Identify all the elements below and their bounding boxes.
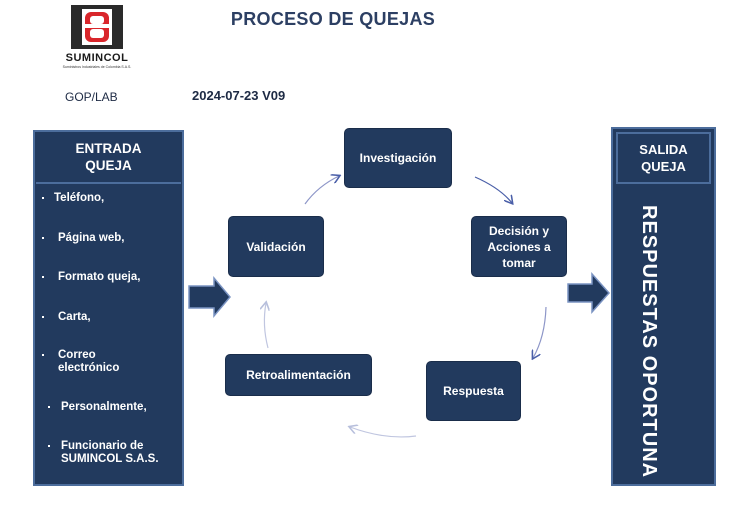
logo-name: SUMINCOL [65, 52, 129, 64]
salida-arrow-icon [567, 272, 611, 314]
investigacion-box: Investigación [344, 128, 452, 188]
entrada-item: Teléfono, [42, 192, 164, 205]
decision-line3: tomar [502, 255, 536, 270]
arrow-validacion-investigacion-icon [304, 176, 339, 205]
page-title: PROCESO DE QUEJAS [230, 9, 436, 29]
entrada-item: Funcionario de SUMINCOL S.A.S. [44, 440, 165, 466]
entrada-title: ENTRADA QUEJA [36, 133, 181, 184]
salida-panel [611, 127, 716, 486]
validacion-box: Validación [228, 216, 324, 277]
entrada-item: Carta, [42, 311, 164, 324]
entrada-item: Correo electrónico [42, 349, 128, 375]
salida-title-line1: SALIDA [639, 142, 688, 157]
entrada-item: Personalmente, [44, 401, 164, 414]
entrada-item: Página web, [42, 232, 164, 245]
respuesta-box: Respuesta [426, 361, 521, 421]
entrada-item: Formato queja, [42, 271, 164, 284]
decision-line2: Acciones a [487, 239, 551, 254]
entrada-title-line2: QUEJA [85, 158, 132, 173]
document-code: GOP/LAB [65, 90, 118, 104]
arrow-decision-respuesta-icon [533, 306, 547, 358]
arrow-retro-validacion-icon [264, 303, 268, 349]
salida-title: SALIDA QUEJA [616, 132, 711, 184]
entrada-title-line1: ENTRADA [75, 141, 142, 156]
sumincol-logo-icon [71, 5, 123, 49]
arrow-investigacion-decision-icon [474, 176, 512, 203]
entrada-panel [33, 130, 184, 486]
retroalimentacion-box: Retroalimentación [225, 354, 372, 396]
decision-box: Decisión y Acciones a tomar [471, 216, 567, 277]
document-version: 2024-07-23 V09 [192, 88, 286, 103]
decision-line1: Decisión y [488, 223, 550, 238]
entrada-arrow-icon [188, 275, 231, 319]
respuestas-oportuna-text: RESPUESTAS OPORTUNA [638, 205, 660, 479]
logo-tagline: Suministros Industriales de Colombia S.A… [62, 65, 132, 69]
arrow-respuesta-retro-icon [350, 427, 417, 438]
salida-title-line2: QUEJA [641, 159, 686, 174]
